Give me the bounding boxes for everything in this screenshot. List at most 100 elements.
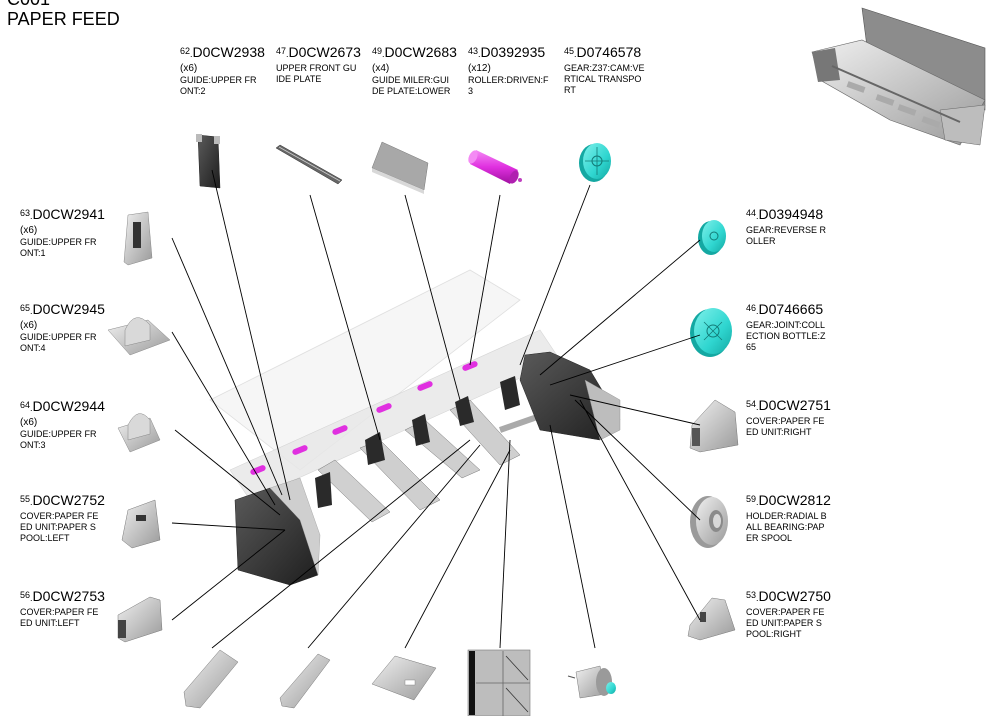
callout-ref-number: 46: [746, 303, 757, 313]
callout-dot: .: [30, 403, 33, 413]
callout-description-line: IDE PLATE: [276, 74, 322, 84]
callout-description-line: POOL:LEFT: [20, 533, 70, 543]
callout-ref-number: 55: [20, 494, 31, 504]
leader-line: [469, 194, 501, 366]
callout-ref-number: 65: [20, 303, 31, 313]
callout-part-number[interactable]: D0CW2753: [32, 588, 105, 604]
callout-description-line: 65: [746, 342, 757, 352]
callout-ref-number: 45: [564, 46, 575, 56]
callout-dot: .: [756, 497, 759, 507]
callout-ref-number: 59: [746, 494, 757, 504]
bottom-part-guide-plate-a-image: [183, 649, 239, 709]
callout-quantity: (x12): [468, 63, 491, 74]
callout-dot: .: [756, 593, 759, 603]
callout-part-number[interactable]: D0CW2751: [758, 397, 831, 413]
leader-line: [574, 399, 701, 521]
part-47-upper-front-guide-plate-image: [275, 144, 343, 185]
callout-dot: .: [190, 49, 193, 59]
callout-description-line: GEAR:REVERSE R: [746, 225, 827, 235]
callout-ref-number: 62: [180, 46, 191, 56]
callout-ref-number: 54: [746, 399, 757, 409]
callout-description-line: ROLLER:DRIVEN:F: [468, 75, 549, 85]
section-code: C001: [7, 0, 120, 9]
callout-part-number[interactable]: D0CW2683: [384, 44, 457, 60]
callout-part-number[interactable]: D0CW2673: [288, 44, 361, 60]
roller-driven-mark: [376, 403, 392, 413]
callout-description-line: ONT:3: [20, 440, 46, 450]
leader-line: [549, 424, 596, 649]
callout-header: 59.D0CW2812: [746, 492, 831, 511]
leader-line: [171, 237, 283, 496]
callout-part-number[interactable]: D0CW2812: [758, 492, 831, 508]
part-65-guide-upper-front-4-image: [107, 317, 171, 356]
callout-description-line: COVER:PAPER FE: [20, 607, 99, 617]
bottom-part-guide-plate-b-image: [279, 653, 331, 709]
callout-description-line: GUIDE:UPPER FR: [180, 75, 257, 85]
callout-dot: .: [30, 211, 33, 221]
callout-header: 63.D0CW2941: [20, 206, 105, 225]
callout-description-line: ECTION BOTTLE:Z: [746, 331, 826, 341]
callout-part-number[interactable]: D0392935: [480, 44, 546, 60]
callout-header: 55.D0CW2752: [20, 492, 105, 511]
callout-dot: .: [756, 211, 759, 221]
callout-part-number[interactable]: D0394948: [758, 206, 824, 222]
callout-dot: .: [30, 593, 33, 603]
leader-line: [549, 334, 701, 386]
callout-part-number[interactable]: D0CW2750: [758, 588, 831, 604]
callout-description-line: RTICAL TRANSPO: [564, 74, 642, 84]
callout-dot: .: [30, 497, 33, 507]
assembly-overview-thumbnail: [811, 7, 986, 146]
callout-description-line: GEAR:Z37:CAM:VE: [564, 63, 645, 73]
callout-part-number[interactable]: D0CW2752: [32, 492, 105, 508]
callout-part-number[interactable]: D0CW2944: [32, 398, 105, 414]
callout-description-line: HOLDER:RADIAL B: [746, 511, 827, 521]
callout-description-line: ONT:4: [20, 343, 46, 353]
callout-description-line: GUIDE MILER:GUI: [372, 75, 450, 85]
leader-line: [499, 439, 511, 649]
section-header: C001 PAPER FEED: [7, 0, 120, 29]
callout-description-line: ED UNIT:PAPER S: [20, 522, 96, 532]
callout-part-number[interactable]: D0CW2938: [192, 44, 265, 60]
leader-line: [171, 529, 286, 621]
callout-dot: .: [286, 49, 289, 59]
leader-line: [307, 444, 481, 649]
callout-header: 47.D0CW2673: [276, 44, 361, 63]
callout-part-number[interactable]: D0CW2945: [32, 301, 105, 317]
part-46-gear-joint-collection-bottle-image: [690, 308, 732, 357]
callout-dot: .: [382, 49, 385, 59]
part-43-roller-driven-image: [468, 150, 522, 184]
section-title: PAPER FEED: [7, 9, 120, 29]
part-56-cover-left-image: [117, 596, 163, 643]
bottom-part-instruction-label-image: [467, 649, 531, 716]
callout-description-line: ER SPOOL: [746, 533, 793, 543]
callout-part-number[interactable]: D0746665: [758, 301, 824, 317]
leader-line: [211, 439, 471, 649]
callout-description-line: COVER:PAPER FE: [20, 511, 99, 521]
callout-header: 65.D0CW2945: [20, 301, 105, 320]
callout-header: 56.D0CW2753: [20, 588, 105, 607]
callout-dot: .: [574, 49, 577, 59]
leader-line: [569, 394, 701, 426]
callout-part-number[interactable]: D0CW2941: [32, 206, 105, 222]
callout-description-line: ONT:2: [180, 86, 206, 96]
roller-driven-mark: [332, 425, 348, 435]
callout-description-line: GEAR:JOINT:COLL: [746, 320, 826, 330]
part-64-guide-upper-front-3-image: [117, 413, 161, 453]
callout-dot: .: [30, 306, 33, 316]
callout-description-line: POOL:RIGHT: [746, 629, 802, 639]
callout-part-number[interactable]: D0746578: [576, 44, 642, 60]
callout-header: 46.D0746665: [746, 301, 826, 320]
leader-line: [539, 239, 701, 376]
